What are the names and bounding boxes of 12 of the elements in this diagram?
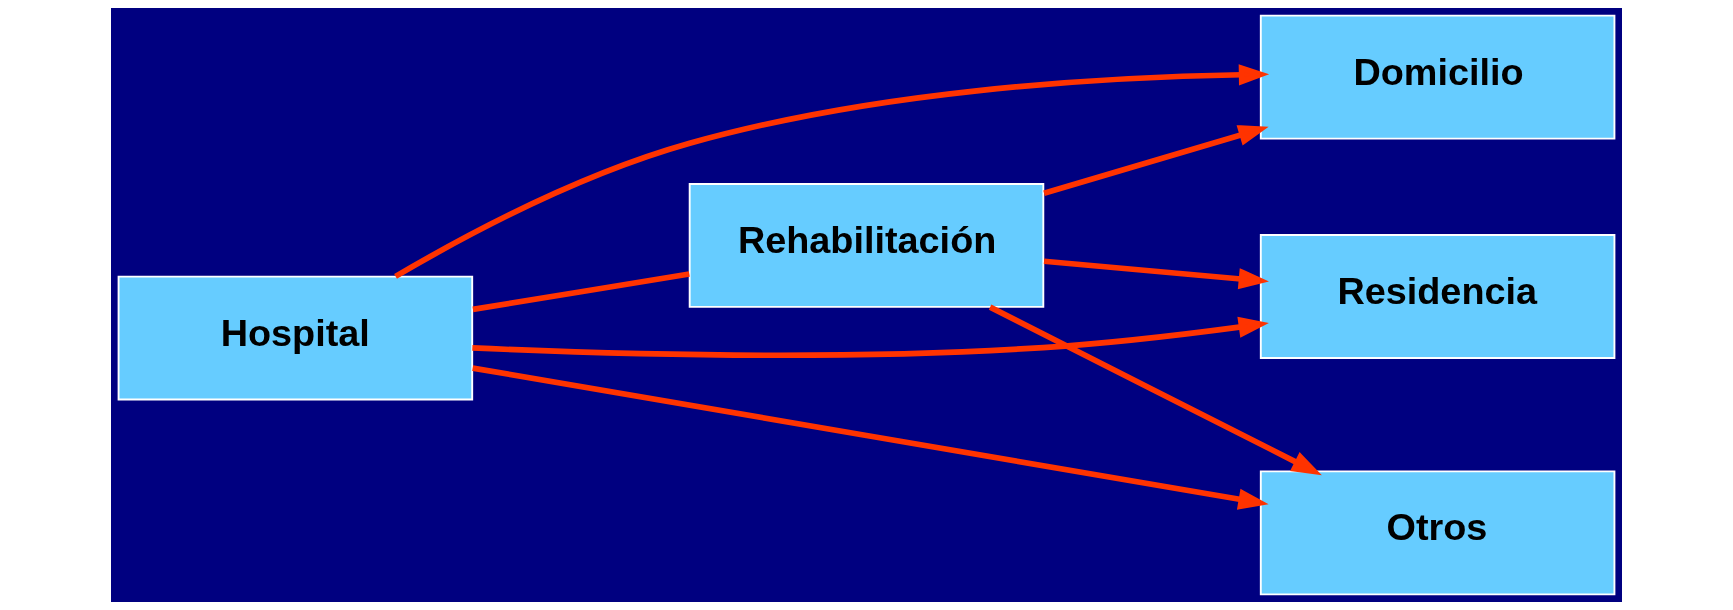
arrow xyxy=(472,365,1269,510)
node-box: Residencia xyxy=(1259,234,1616,359)
arrow xyxy=(1043,258,1269,290)
connector xyxy=(472,271,690,313)
arrow xyxy=(394,64,1270,279)
node-box: Rehabilitación xyxy=(688,183,1045,308)
node-box: Otros xyxy=(1259,470,1616,596)
arrow xyxy=(472,316,1269,358)
arrow xyxy=(1043,125,1269,197)
arrow xyxy=(988,304,1322,476)
node-box: Hospital xyxy=(117,275,474,401)
node-box: Domicilio xyxy=(1259,14,1616,140)
